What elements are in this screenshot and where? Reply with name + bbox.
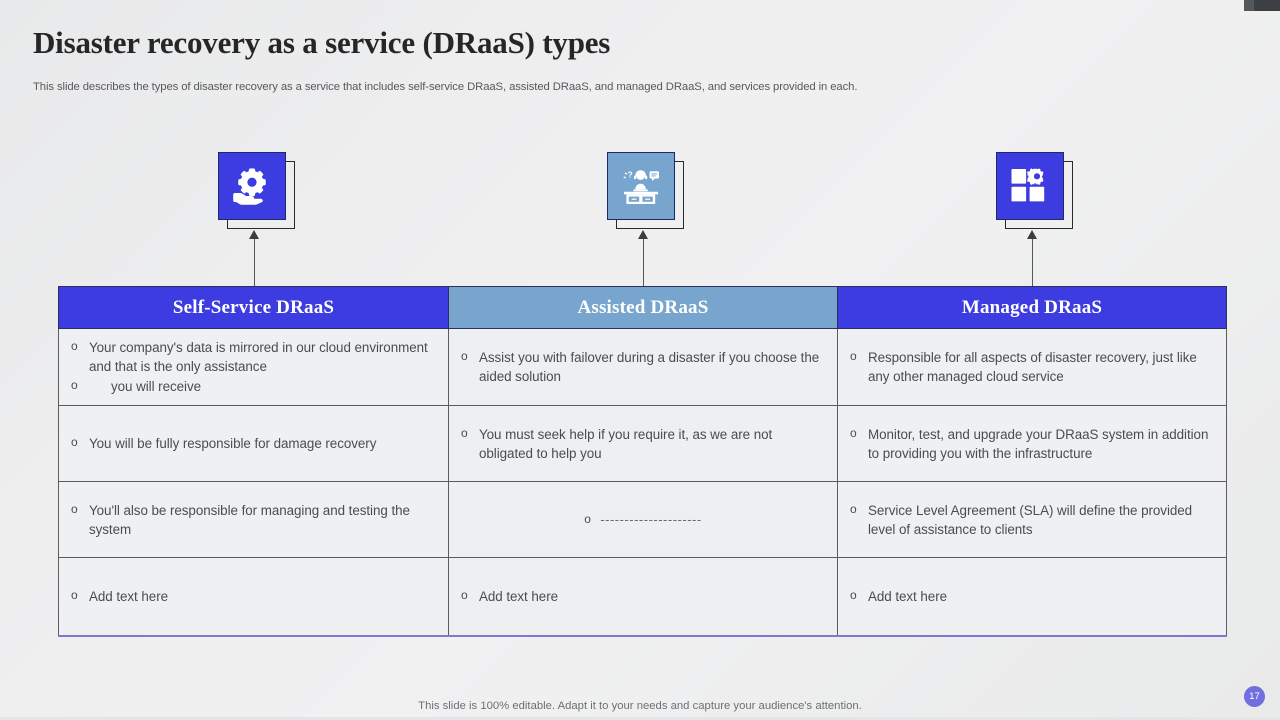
connector-line-self-service xyxy=(253,234,256,288)
list-item: o You will be fully responsible for dama… xyxy=(71,434,436,453)
list-item: o Monitor, test, and upgrade your DRaaS … xyxy=(850,425,1214,463)
bullet-marker: o xyxy=(71,435,78,450)
bullet-marker: o xyxy=(850,349,857,364)
bottom-strip xyxy=(0,717,1280,720)
list-item: o Responsible for all aspects of disaste… xyxy=(850,348,1214,386)
bullet-marker: o xyxy=(461,349,468,364)
draas-comparison-table: Self-Service DRaaS Assisted DRaaS Manage… xyxy=(58,286,1227,637)
list-item: o Your company's data is mirrored in our… xyxy=(71,338,436,376)
column-header-managed: Managed DRaaS xyxy=(837,286,1227,329)
page-subtitle: This slide describes the types of disast… xyxy=(33,81,858,93)
bullet-marker: o xyxy=(71,339,78,353)
cell-assisted-3[interactable]: o --------------------- xyxy=(448,481,838,559)
cell-assisted-2[interactable]: o You must seek help if you require it, … xyxy=(448,405,838,483)
list-item-text: You'll also be responsible for managing … xyxy=(89,502,410,537)
column-header-assisted: Assisted DRaaS xyxy=(448,286,838,329)
placeholder-dashes: --------------------- xyxy=(600,512,702,528)
list-item: o Add text here xyxy=(850,587,1214,606)
list-item-text: Responsible for all aspects of disaster … xyxy=(868,350,1197,385)
list-item-text: Your company's data is mirrored in our c… xyxy=(89,340,428,375)
bullet-marker: o xyxy=(850,425,857,440)
list-item: o You'll also be responsible for managin… xyxy=(71,501,436,539)
connector-line-assisted xyxy=(642,234,645,288)
page-title: Disaster recovery as a service (DRaaS) t… xyxy=(33,25,611,60)
table-row: o You'll also be responsible for managin… xyxy=(58,481,1227,559)
list-item-text: Assist you with failover during a disast… xyxy=(479,350,820,385)
list-item-text: You must seek help if you require it, as… xyxy=(479,426,773,461)
list-item-text: Service Level Agreement (SLA) will defin… xyxy=(868,502,1193,537)
connector-arrow-self-service xyxy=(248,230,259,239)
bullet-marker: o xyxy=(850,501,857,516)
footer-note: This slide is 100% editable. Adapt it to… xyxy=(418,700,862,712)
list-item-text: Add text here xyxy=(479,588,559,604)
grid-gear-icon xyxy=(1009,166,1051,206)
table-row: o Add text here o Add text here o Add te… xyxy=(58,557,1227,637)
bullet-marker: o xyxy=(71,587,78,602)
bullet-marker: o xyxy=(461,587,468,602)
list-item: o Add text here xyxy=(71,587,436,606)
icon-tile xyxy=(218,152,286,220)
list-item: o you will receive xyxy=(71,377,436,396)
table-row: o Your company's data is mirrored in our… xyxy=(58,328,1227,407)
corner-decoration xyxy=(1244,0,1280,11)
placeholder-list-item: o --------------------- xyxy=(461,491,825,548)
list-item-text: Add text here xyxy=(868,588,948,604)
list-item-text: Monitor, test, and upgrade your DRaaS sy… xyxy=(868,426,1209,461)
column-header-self-service: Self-Service DRaaS xyxy=(58,286,449,329)
bullet-marker: o xyxy=(71,378,78,393)
icon-tile xyxy=(996,152,1064,220)
table-row: o You will be fully responsible for dama… xyxy=(58,405,1227,483)
cell-assisted-1[interactable]: o Assist you with failover during a disa… xyxy=(448,328,838,407)
cell-self-service-2[interactable]: o You will be fully responsible for dama… xyxy=(58,405,449,483)
icon-tile: ? xyxy=(607,152,675,220)
hand-gear-icon xyxy=(230,166,274,206)
svg-text:?: ? xyxy=(628,169,633,179)
icon-card-self-service xyxy=(218,152,295,229)
page-number-badge: 17 xyxy=(1244,686,1265,707)
bullet-marker: o xyxy=(584,511,591,526)
list-item-text: Add text here xyxy=(89,588,169,604)
cell-self-service-3[interactable]: o You'll also be responsible for managin… xyxy=(58,481,449,559)
list-item: o You must seek help if you require it, … xyxy=(461,425,825,463)
support-agent-desk-icon: ? xyxy=(618,165,664,207)
cell-managed-1[interactable]: o Responsible for all aspects of disaste… xyxy=(837,328,1227,407)
list-item: o Service Level Agreement (SLA) will def… xyxy=(850,501,1214,539)
cell-managed-2[interactable]: o Monitor, test, and upgrade your DRaaS … xyxy=(837,405,1227,483)
list-item: o Assist you with failover during a disa… xyxy=(461,348,825,386)
bullet-marker: o xyxy=(461,425,468,440)
cell-managed-4[interactable]: o Add text here xyxy=(837,557,1227,637)
list-item-text: you will receive xyxy=(111,379,201,395)
cell-managed-3[interactable]: o Service Level Agreement (SLA) will def… xyxy=(837,481,1227,559)
connector-arrow-assisted xyxy=(637,230,648,239)
bullet-marker: o xyxy=(71,501,78,516)
list-item: o Add text here xyxy=(461,587,825,606)
icon-card-managed xyxy=(996,152,1073,229)
table-header-row: Self-Service DRaaS Assisted DRaaS Manage… xyxy=(58,286,1227,329)
bullet-marker: o xyxy=(850,587,857,602)
connector-line-managed xyxy=(1031,234,1034,288)
cell-assisted-4[interactable]: o Add text here xyxy=(448,557,838,637)
connector-arrow-managed xyxy=(1026,230,1037,239)
cell-self-service-4[interactable]: o Add text here xyxy=(58,557,449,637)
list-item-text: You will be fully responsible for damage… xyxy=(89,436,377,452)
cell-self-service-1[interactable]: o Your company's data is mirrored in our… xyxy=(58,328,449,407)
icon-card-assisted: ? xyxy=(607,152,684,229)
